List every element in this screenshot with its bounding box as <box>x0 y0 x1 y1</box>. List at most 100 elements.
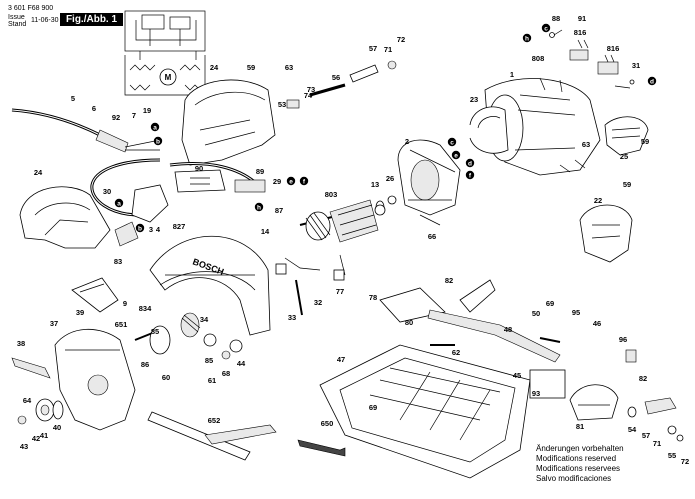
rear-cover <box>604 116 649 156</box>
issue-date: 11-06-30 <box>31 17 59 24</box>
part-label-2: 2 <box>405 137 409 146</box>
part-label-85a: 85 <box>151 327 159 336</box>
part-label-64: 64 <box>23 396 32 405</box>
connection-marker-d2: d <box>468 161 472 168</box>
part-label-56: 56 <box>332 73 340 82</box>
part-label-96: 96 <box>619 335 627 344</box>
part-label-1: 1 <box>510 70 514 79</box>
part-label-74: 74 <box>304 91 313 100</box>
part-label-57a: 57 <box>369 44 377 53</box>
part-label-4: 4 <box>156 225 161 234</box>
part-label-77: 77 <box>336 287 344 296</box>
retracting-lever <box>11 357 51 379</box>
part-label-63b: 63 <box>582 140 590 149</box>
part-label-25: 25 <box>620 152 628 161</box>
fan-baffle-ring <box>469 106 509 154</box>
part-label-29: 29 <box>273 177 281 186</box>
motor-end-cover <box>579 204 633 263</box>
part-label-30: 30 <box>103 187 111 196</box>
part-label-73: 73 <box>307 85 315 94</box>
part-label-80: 80 <box>405 318 413 327</box>
part-label-95: 95 <box>572 308 580 317</box>
part-label-88: 88 <box>552 14 560 23</box>
part-label-6: 6 <box>92 104 96 113</box>
part-label-32: 32 <box>314 298 322 307</box>
dust-nozzle <box>71 277 119 313</box>
connection-marker-circle <box>114 198 124 208</box>
part-label-33: 33 <box>288 313 296 322</box>
connection-marker-circle <box>451 150 461 160</box>
part-label-71b: 71 <box>653 439 661 448</box>
part-label-50: 50 <box>532 309 540 318</box>
motor-symbol: M <box>165 73 172 82</box>
part-label-59c: 59 <box>623 180 631 189</box>
connection-marker-f1: f <box>469 173 472 180</box>
part-label-72: 72 <box>397 35 405 44</box>
part-label-39: 39 <box>76 308 84 317</box>
bevel-quadrant <box>569 384 619 421</box>
parallel-guide <box>147 411 277 461</box>
part-label-82a: 82 <box>445 276 453 285</box>
part-label-63a: 63 <box>285 63 293 72</box>
part-label-31: 31 <box>632 61 640 70</box>
base-plate <box>319 344 531 479</box>
part-label-44: 44 <box>237 359 246 368</box>
stand-label: Stand <box>8 21 27 28</box>
part-label-93: 93 <box>532 389 540 398</box>
part-label-72b: 72 <box>681 457 689 466</box>
part-label-19: 19 <box>143 106 151 115</box>
part-label-808: 808 <box>532 54 545 63</box>
part-label-40: 40 <box>53 423 61 432</box>
part-label-24b: 24 <box>34 168 43 177</box>
part-label-68: 68 <box>222 369 230 378</box>
part-label-834: 834 <box>139 304 152 313</box>
clamp-lever <box>644 397 684 442</box>
part-label-69a: 69 <box>546 299 554 308</box>
power-cable <box>11 108 129 153</box>
hex-key <box>297 439 346 457</box>
connection-marker-circle <box>299 176 309 186</box>
part-label-57b: 57 <box>642 431 650 440</box>
part-label-651: 651 <box>115 320 128 329</box>
part-label-803: 803 <box>325 190 338 199</box>
saw-guard-upper <box>181 79 276 166</box>
revision-note: Modifications reserved <box>536 454 617 463</box>
connection-marker-circle <box>541 23 551 33</box>
part-label-46: 46 <box>593 319 601 328</box>
connection-marker-c1: c <box>544 26 548 33</box>
part-label-82b: 82 <box>639 374 647 383</box>
part-label-69b: 69 <box>369 403 377 412</box>
connection-marker-circle <box>465 158 475 168</box>
part-label-9: 9 <box>123 299 127 308</box>
connection-marker-h2: h <box>257 205 261 212</box>
connection-marker-circle <box>150 122 160 132</box>
upper-blade-guard: BOSCH <box>149 235 271 336</box>
trigger-switch <box>114 184 169 247</box>
part-label-87: 87 <box>275 206 283 215</box>
part-label-81: 81 <box>576 422 584 431</box>
part-label-26: 26 <box>386 174 394 183</box>
part-label-41: 41 <box>40 431 48 440</box>
revision-note: Änderungen vorbehalten <box>536 444 624 453</box>
revision-note: Modifications reservees <box>536 464 621 473</box>
part-label-48: 48 <box>504 325 512 334</box>
part-label-90: 90 <box>195 164 203 173</box>
connection-marker-a2: a <box>117 201 121 208</box>
connection-marker-circle <box>254 202 264 212</box>
field-stator <box>397 139 461 226</box>
part-label-816b: 816 <box>607 44 620 53</box>
part-label-85b: 85 <box>205 356 213 365</box>
part-label-60: 60 <box>162 373 170 382</box>
part-label-47: 47 <box>337 355 345 364</box>
connection-marker-circle <box>135 223 145 233</box>
motor-symbol-circle <box>159 68 177 86</box>
part-label-55: 55 <box>668 451 676 460</box>
connection-marker-e1: e <box>454 153 458 160</box>
wiring-schematic: M <box>124 10 206 96</box>
connection-marker-h1: h <box>525 36 529 43</box>
part-label-650: 650 <box>321 419 334 428</box>
